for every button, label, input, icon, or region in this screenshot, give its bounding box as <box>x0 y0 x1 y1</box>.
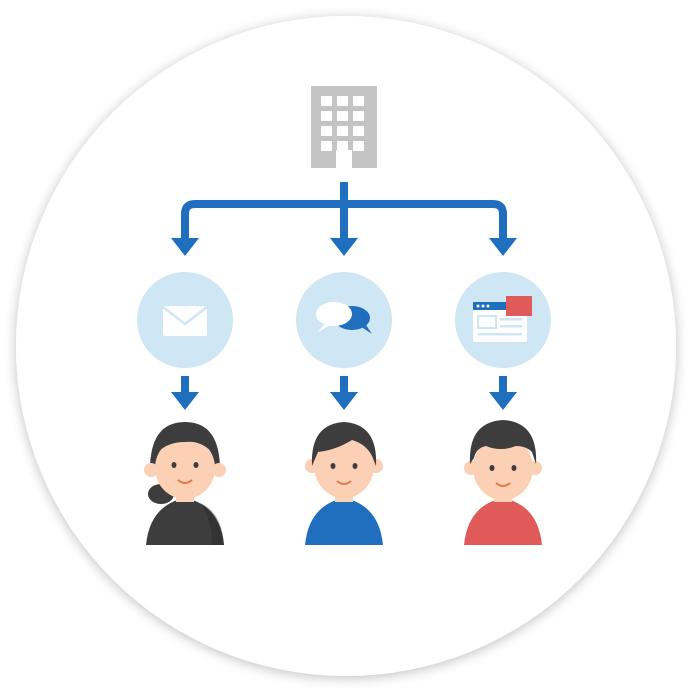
channel-web <box>455 272 551 368</box>
arrow-head-middle <box>330 238 358 256</box>
person-man-icon <box>305 422 383 545</box>
distribution-arrows <box>171 182 517 256</box>
person-boy-icon <box>464 420 542 545</box>
chat-bubbles-icon <box>316 302 372 334</box>
building-window <box>321 111 332 121</box>
arrow-head-right <box>489 238 517 256</box>
building-window <box>337 141 348 151</box>
building-window <box>337 111 348 121</box>
building-window <box>321 126 332 136</box>
arrow-to-recipient-middle <box>330 376 358 410</box>
building-window <box>353 126 364 136</box>
envelope-icon <box>162 306 208 336</box>
arrow-head-left <box>171 238 199 256</box>
person-woman-icon <box>144 422 226 545</box>
arrow-branch-line <box>181 200 507 242</box>
channel-chat <box>296 272 392 368</box>
building-window <box>353 96 364 106</box>
building-icon <box>311 86 377 168</box>
arrow-to-recipient-right <box>489 376 517 410</box>
building-window <box>337 126 348 136</box>
building-window <box>321 141 332 151</box>
channel-email <box>137 272 233 368</box>
building-window <box>337 96 348 106</box>
building-window <box>321 96 332 106</box>
building-window <box>353 141 364 151</box>
building-window <box>353 111 364 121</box>
arrow-to-recipient-left <box>171 376 199 410</box>
browser-window-icon <box>473 296 532 342</box>
